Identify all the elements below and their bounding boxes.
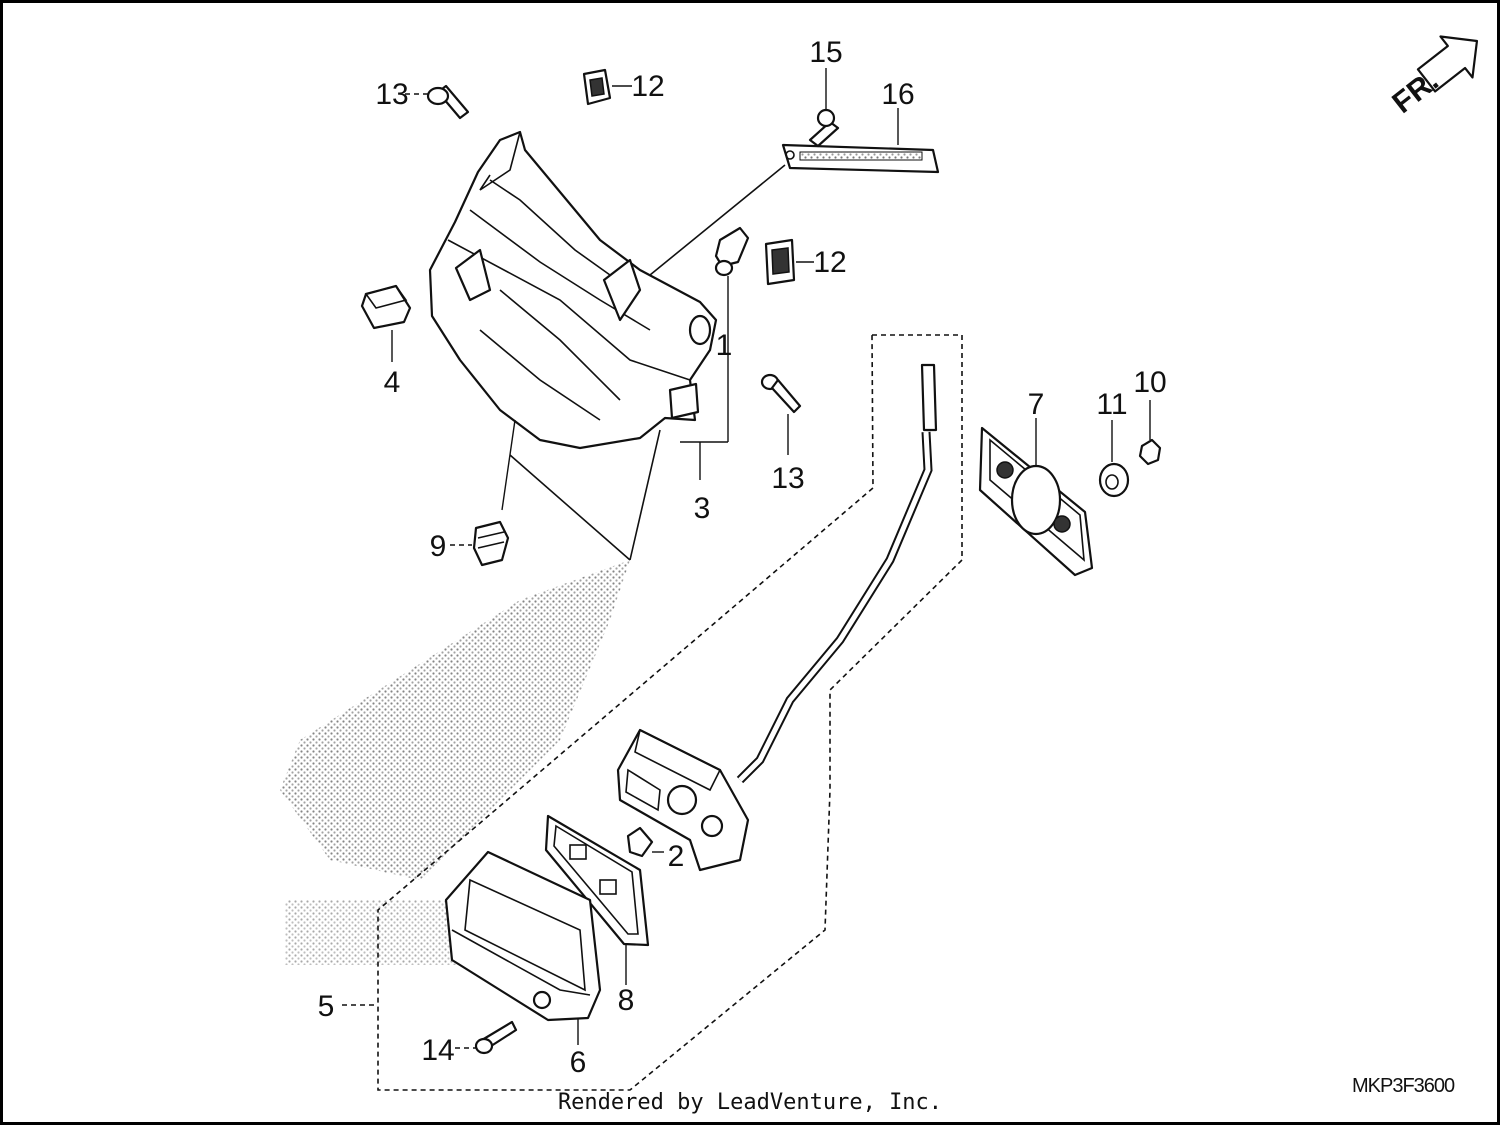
part-16-stay[interactable]	[781, 143, 940, 174]
label-part-4: 4	[384, 366, 401, 399]
label-part-11: 11	[1096, 388, 1127, 421]
render-credit: Rendered by LeadVenture, Inc.	[557, 1090, 943, 1115]
part-1-grommet[interactable]	[714, 226, 750, 277]
part-13-bolt-top[interactable]	[426, 84, 470, 120]
label-part-15: 15	[809, 36, 842, 69]
label-part-10: 10	[1133, 366, 1166, 399]
part-15-bolt[interactable]	[808, 108, 840, 148]
front-direction-arrow-icon: FR.	[1386, 35, 1479, 120]
part-12-clip-top[interactable]	[582, 68, 612, 106]
label-part-12-right: 12	[813, 246, 846, 279]
label-part-8: 8	[618, 984, 635, 1017]
part-13-bolt-right[interactable]	[760, 373, 802, 414]
part-12-clip-right[interactable]	[764, 238, 796, 286]
label-part-5: 5	[318, 990, 335, 1023]
label-part-3: 3	[694, 492, 711, 525]
part-8-gasket[interactable]	[544, 814, 650, 947]
wire-harness[interactable]	[736, 363, 938, 784]
label-part-12-top: 12	[631, 70, 664, 103]
part-2-bulb[interactable]	[626, 826, 654, 858]
part-3-tail-light-unit[interactable]	[428, 130, 718, 450]
part-6-lens[interactable]	[444, 850, 602, 1022]
callout-labels: 1 2 3 4 5 6 7 8 9 10 11 12 12 13 13 14 1…	[318, 36, 1167, 1079]
label-part-13-top: 13	[375, 78, 408, 111]
part-14-screw[interactable]	[474, 1020, 518, 1055]
part-10-nut[interactable]	[1138, 438, 1162, 466]
label-part-14: 14	[421, 1034, 454, 1067]
assembly-5-boundary	[377, 334, 963, 1091]
part-7-plate[interactable]	[978, 426, 1094, 577]
label-part-16: 16	[881, 78, 914, 111]
license-light-socket[interactable]	[616, 728, 750, 872]
part-9-rubber-mount[interactable]	[472, 520, 510, 567]
drawing-code: MKP3F3600	[1352, 1075, 1455, 1097]
label-part-6: 6	[570, 1046, 587, 1079]
label-part-7: 7	[1028, 388, 1045, 421]
label-part-13-right: 13	[771, 462, 804, 495]
part-11-washer[interactable]	[1098, 462, 1130, 498]
label-part-2: 2	[668, 840, 685, 873]
label-part-1: 1	[716, 329, 733, 362]
label-part-9: 9	[430, 530, 447, 563]
part-4-cap[interactable]	[360, 284, 412, 330]
